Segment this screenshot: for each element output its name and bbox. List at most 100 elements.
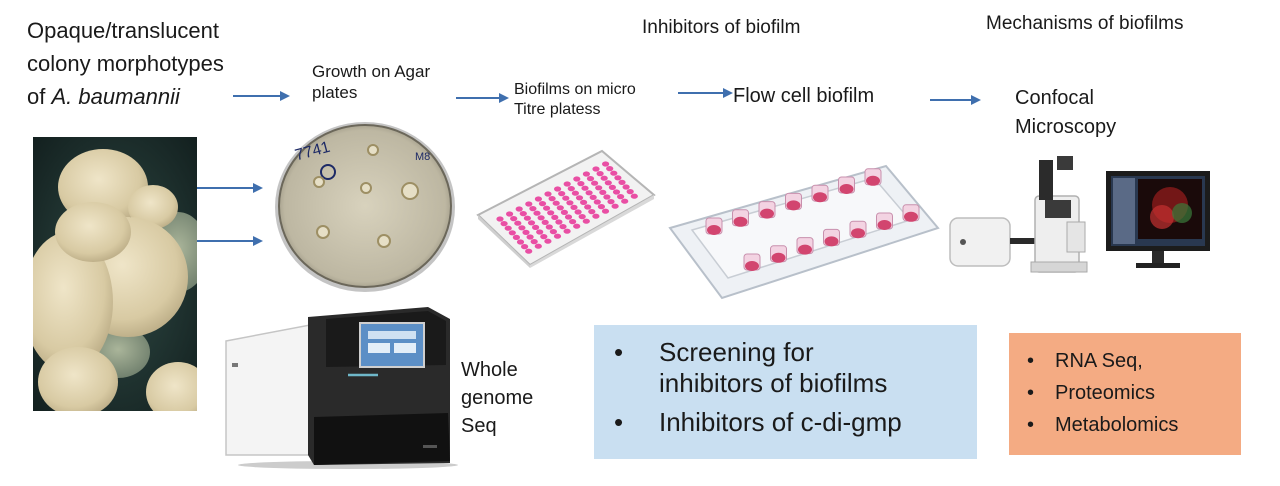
microtitre-well	[602, 161, 610, 167]
omics-item-text: Proteomics	[1055, 382, 1156, 404]
microtitre-well	[611, 203, 619, 209]
microtitre-well	[518, 225, 526, 231]
microtitre-well	[543, 205, 551, 211]
flow-cell-liquid	[786, 200, 801, 211]
microtitre-well	[581, 185, 589, 191]
monitor-display	[1106, 171, 1210, 268]
omics-item-text: RNA Seq,	[1055, 350, 1143, 372]
screening-box: • Screening for inhibitors of biofilms •…	[594, 325, 977, 459]
microtitre-well	[597, 204, 605, 210]
screening-item-text: Inhibitors of c-di-gmp	[659, 407, 902, 437]
microtitre-well	[500, 221, 508, 227]
flow-cell-liquid	[771, 252, 786, 263]
microtitre-well	[612, 189, 621, 195]
arrow-microtitre-to-flowcell	[678, 88, 733, 98]
bullet-dot: •	[1027, 350, 1035, 372]
microtitre-well	[601, 208, 610, 214]
microtitre-well	[555, 219, 563, 225]
microtitre-well	[521, 244, 529, 250]
screening-item-1: • Screening for inhibitors of biofilms	[594, 337, 977, 401]
petri-dish-mark: M8	[415, 151, 430, 163]
bullet-dot: •	[614, 407, 624, 437]
mechanisms-header: Mechanisms of biofilms	[986, 13, 1184, 34]
flow-cell-liquid	[760, 208, 774, 219]
omics-item-proteomics: • Proteomics	[1009, 377, 1178, 409]
microtitre-well	[560, 209, 568, 215]
microtitre-well	[622, 184, 630, 190]
microtitre-well	[621, 198, 629, 204]
arrow-agar-to-microtitre	[456, 93, 509, 103]
flow-cell-liquid	[813, 192, 827, 203]
species-name: A. baumannii	[51, 84, 180, 109]
microtitre-well	[573, 223, 581, 229]
flow-cell-liquid	[733, 216, 748, 227]
microtitre-well	[599, 189, 607, 195]
microtitre-well	[563, 181, 571, 187]
microtitre-well	[570, 204, 578, 210]
microtitre-well	[591, 180, 599, 186]
arrow-colony-to-agar	[233, 91, 290, 101]
microtitre-well	[582, 171, 590, 177]
microtitre-well	[552, 200, 560, 206]
omics-box: • RNA Seq, • Proteomics • Metabolomics	[1009, 333, 1241, 455]
microtitre-well	[545, 224, 553, 230]
microtitre-well	[512, 234, 520, 240]
microtitre-well	[563, 228, 571, 234]
microtitre-well	[529, 206, 537, 212]
microtitre-well	[540, 234, 548, 240]
omics-item-text: Metabolomics	[1055, 414, 1179, 436]
microtitre-well	[516, 239, 525, 245]
colony-morphotype-photo	[33, 137, 197, 411]
microtitre-well	[553, 233, 562, 239]
flow-cell-liquid	[877, 220, 892, 230]
growth-agar-label: Growth on Agar plates	[312, 62, 431, 102]
microtitre-well	[532, 224, 540, 230]
flow-cell-liquid	[866, 175, 880, 186]
microtitre-well	[566, 200, 574, 206]
microtitre-well	[537, 215, 545, 221]
microtitre-well	[541, 219, 549, 225]
microtitre-well	[533, 210, 541, 216]
microtitre-well	[526, 234, 534, 240]
microtitre-well	[549, 229, 557, 235]
microtitre-well	[592, 213, 600, 219]
microtitre-well	[547, 210, 555, 216]
colony-title-line3: of A. baumannii	[27, 84, 180, 111]
flow-cell-liquid	[798, 244, 812, 255]
microtitre-well	[614, 175, 622, 181]
microtitre-well	[514, 220, 522, 226]
flow-cell-liquid	[824, 236, 839, 247]
microtitre-well	[496, 216, 504, 222]
microtitre-well	[515, 206, 523, 212]
microtitre-well	[556, 205, 564, 211]
colony-title-line2: colony morphotypes	[27, 51, 224, 76]
microtitre-well	[586, 176, 595, 182]
confocal-microscope	[949, 156, 1088, 273]
screening-list: • Screening for inhibitors of biofilms •…	[594, 337, 977, 438]
confocal-label: Confocal Microscopy	[1015, 87, 1117, 138]
microtitre-well	[525, 201, 533, 207]
screening-item-text: Screening for inhibitors of biofilms	[659, 337, 888, 399]
microtitre-well	[626, 189, 634, 195]
screening-item-2: • Inhibitors of c-di-gmp	[594, 407, 977, 438]
microtitre-well	[527, 220, 536, 226]
microtitre-well	[592, 166, 600, 172]
microtitre-well	[610, 170, 618, 176]
microtitre-well	[578, 214, 586, 220]
arrow-flowcell-to-confocal	[930, 95, 981, 105]
microtitre-well	[574, 209, 582, 215]
microtitre-well	[564, 214, 573, 220]
microtitre-well	[534, 243, 542, 249]
microtitre-well	[575, 195, 584, 201]
wgs-label: Whole genome Seq	[461, 359, 534, 437]
microtitre-well	[523, 215, 531, 221]
bullet-dot: •	[1027, 414, 1035, 436]
microtitre-well	[603, 194, 611, 200]
colony-title-prefix: of	[27, 84, 52, 109]
omics-list: • RNA Seq, • Proteomics • Metabolomics	[1009, 345, 1178, 441]
inhibitors-header: Inhibitors of biofilm	[642, 17, 801, 38]
microtitre-well	[534, 196, 542, 202]
microtitre-well	[506, 211, 514, 217]
omics-item-rnaseq: • RNA Seq,	[1009, 345, 1178, 377]
microtitre-well	[569, 219, 577, 225]
